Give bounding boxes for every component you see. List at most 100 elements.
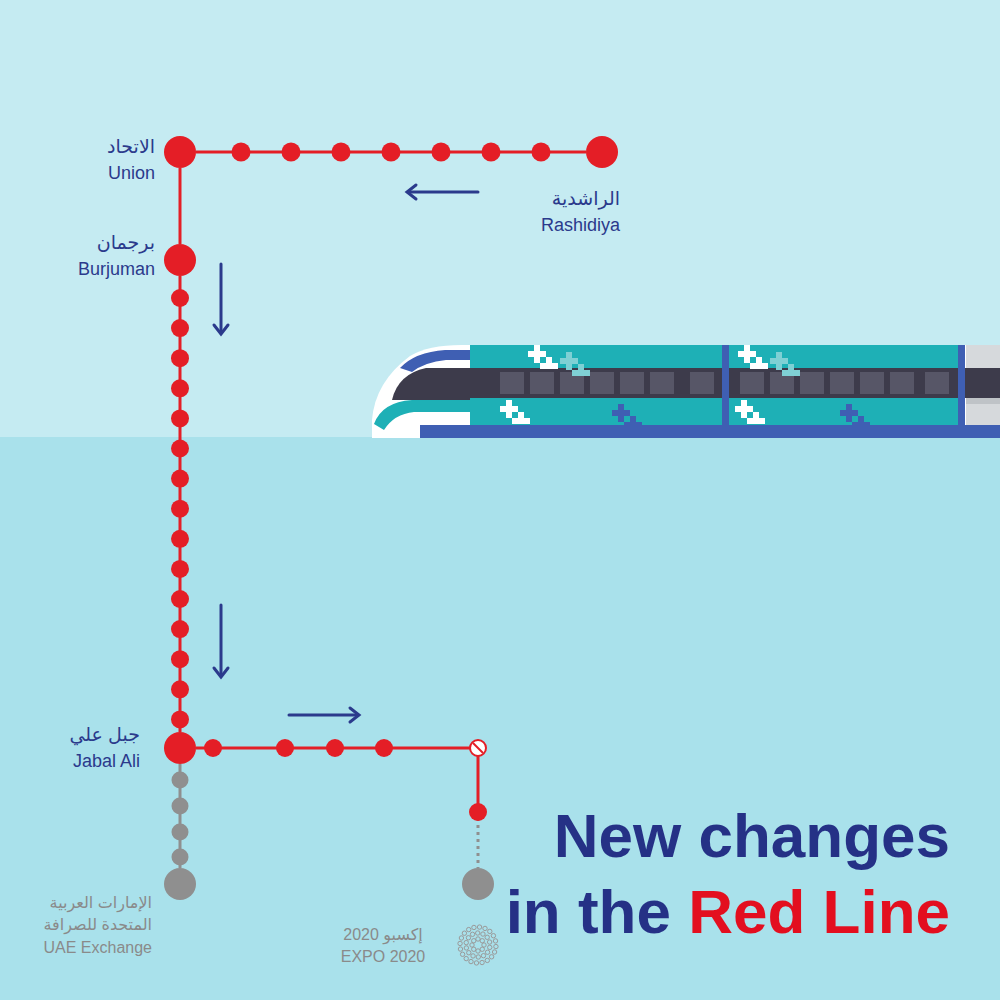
station-name-english: Union xyxy=(20,161,155,186)
station-label: برجمانBurjuman xyxy=(20,230,155,282)
expo-logo xyxy=(458,941,462,945)
train-illustration xyxy=(618,404,624,410)
expo-logo xyxy=(467,927,471,931)
train-illustration xyxy=(618,410,624,416)
expo-logo xyxy=(485,950,489,954)
expo-logo xyxy=(483,926,487,930)
train-illustration xyxy=(506,400,512,406)
station-name-arabic: جبل علي xyxy=(10,722,140,749)
train-illustration xyxy=(572,370,578,376)
expo-logo xyxy=(466,936,470,940)
closed-symbol xyxy=(470,740,486,756)
station-circle xyxy=(164,244,196,276)
expo-logo xyxy=(467,951,471,955)
stop-dots xyxy=(171,590,189,608)
stop-dots xyxy=(171,143,551,866)
train-illustration xyxy=(392,368,470,400)
train-illustration xyxy=(925,372,949,394)
train-illustration xyxy=(840,410,846,416)
stop-dots xyxy=(204,739,222,757)
track-line xyxy=(196,748,478,818)
train-illustration xyxy=(534,357,540,363)
train-illustration xyxy=(846,404,852,410)
stop-dots xyxy=(332,143,351,162)
station-circle xyxy=(164,136,196,168)
expo-logo xyxy=(470,932,474,936)
stop-dots xyxy=(172,849,189,866)
train-illustration xyxy=(747,406,753,412)
expo-logo xyxy=(489,955,493,959)
train-illustration xyxy=(750,351,756,357)
expo-logo xyxy=(472,939,476,943)
station-name-english: UAE Exchange xyxy=(22,937,152,959)
expo-logo xyxy=(459,936,463,940)
train-illustration xyxy=(500,406,506,412)
train-illustration xyxy=(852,410,858,416)
stop-dots xyxy=(171,500,189,518)
direction-arrow xyxy=(220,605,223,676)
train-illustration xyxy=(858,422,864,428)
closed-symbol xyxy=(470,740,486,756)
track-lines xyxy=(180,152,586,868)
train-illustration xyxy=(744,345,750,351)
train-illustration xyxy=(546,357,552,363)
direction-arrow xyxy=(214,668,228,677)
station-node: جبل عليJabal Ali xyxy=(164,732,196,764)
expo-logo xyxy=(485,958,489,962)
stop-dots xyxy=(171,470,189,488)
expo-logo xyxy=(462,931,466,935)
train-illustration xyxy=(540,363,546,369)
train-illustration xyxy=(500,372,524,394)
train-illustration xyxy=(800,372,824,394)
train-illustration xyxy=(620,372,644,394)
stop-dots xyxy=(375,739,393,757)
direction-arrow xyxy=(289,714,358,717)
train-illustration xyxy=(759,418,765,424)
track-line xyxy=(179,168,182,244)
expo-logo xyxy=(492,950,496,954)
train-illustration xyxy=(741,406,747,412)
train-illustration xyxy=(690,372,714,394)
stop-dots xyxy=(171,409,189,427)
train-illustration xyxy=(958,345,965,438)
direction-arrow xyxy=(220,264,223,333)
station-node: الإمارات العربية المتحدة للصرافةUAE Exch… xyxy=(164,868,196,900)
train-illustration xyxy=(890,372,914,394)
train-illustration xyxy=(846,410,852,416)
direction-arrow xyxy=(408,191,478,194)
track-line xyxy=(180,168,181,244)
train-illustration xyxy=(650,372,674,394)
stop-dots xyxy=(482,143,501,162)
stop-dots xyxy=(382,143,401,162)
train-illustration xyxy=(966,398,1000,404)
train-illustration xyxy=(566,352,572,358)
station-name-arabic: الراشدية xyxy=(470,186,620,213)
train-illustration xyxy=(500,372,949,394)
train-illustration xyxy=(756,357,762,363)
stop-dots xyxy=(469,803,487,821)
station-circle xyxy=(462,868,494,900)
train-illustration xyxy=(852,422,858,428)
expo-logo xyxy=(488,945,492,949)
train-illustration xyxy=(584,370,590,376)
station-name-english: Jabal Ali xyxy=(10,749,140,774)
stop-dots xyxy=(532,143,551,162)
expo-logo xyxy=(470,943,474,947)
train-illustration xyxy=(636,422,642,428)
station-circle xyxy=(586,136,618,168)
stop-dots xyxy=(171,349,189,367)
train-illustration xyxy=(506,406,512,412)
train-illustration xyxy=(552,363,558,369)
expo-logo xyxy=(471,954,475,958)
expo-logo xyxy=(464,946,468,950)
train-illustration xyxy=(753,418,759,424)
train-illustration xyxy=(506,412,512,418)
stop-dots xyxy=(171,620,189,638)
stop-dots xyxy=(171,680,189,698)
expo-logo xyxy=(481,932,485,936)
train-illustration xyxy=(770,358,776,364)
train-illustration xyxy=(753,412,759,418)
train-illustration xyxy=(782,370,788,376)
station-label: جبل عليJabal Ali xyxy=(10,722,140,774)
expo-logo xyxy=(480,939,484,943)
